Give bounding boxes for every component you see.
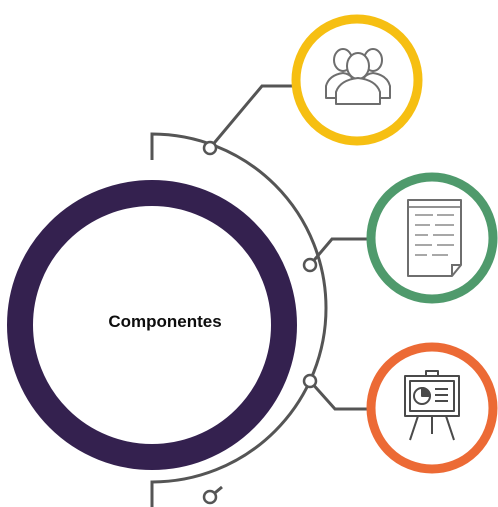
node-document [366,172,498,304]
center-label: Componentes [108,312,222,331]
junction-dot [202,489,218,505]
presentation-board-chart-icon [404,370,460,441]
connector-people [208,84,294,149]
junction-dot [302,373,318,389]
node-people [291,14,423,146]
connector-arc [150,132,328,507]
document-icon [407,199,462,277]
connector-presentation [308,380,370,411]
junction-dot [202,140,218,156]
connector-document [308,237,370,266]
group-of-people-icon [325,48,391,105]
center-ring [7,180,297,470]
node-presentation [366,342,498,474]
junction-dot [302,257,318,273]
